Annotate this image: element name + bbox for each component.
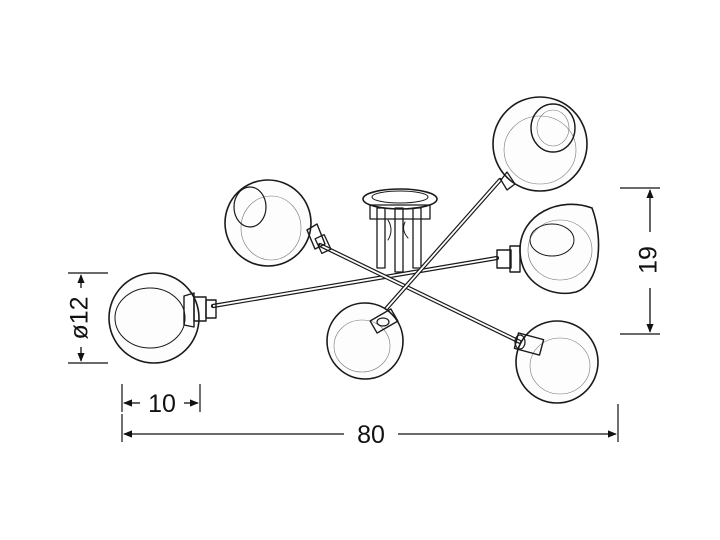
dimension-shade-depth: 10 [121, 384, 201, 418]
dimension-height: 19 [620, 187, 663, 335]
shade-diameter-label: ø12 [66, 296, 94, 339]
glass-shade-upper-left [224, 179, 332, 267]
overall-width-label: 80 [357, 421, 385, 449]
glass-shade-lower-right [513, 320, 599, 404]
glass-shade-left [108, 272, 217, 364]
dimension-overall-width: 80 [121, 404, 619, 449]
lamp-arms [210, 177, 523, 345]
height-label: 19 [635, 246, 663, 274]
glass-shade-top-right [492, 96, 588, 192]
ceiling-canopy [362, 188, 438, 273]
shade-depth-label: 10 [148, 390, 176, 418]
ceiling-lamp-illustration [108, 96, 600, 404]
dimension-shade-diameter: ø12 [66, 272, 108, 364]
glass-shade-center [326, 302, 404, 380]
glass-shade-right [496, 203, 600, 295]
